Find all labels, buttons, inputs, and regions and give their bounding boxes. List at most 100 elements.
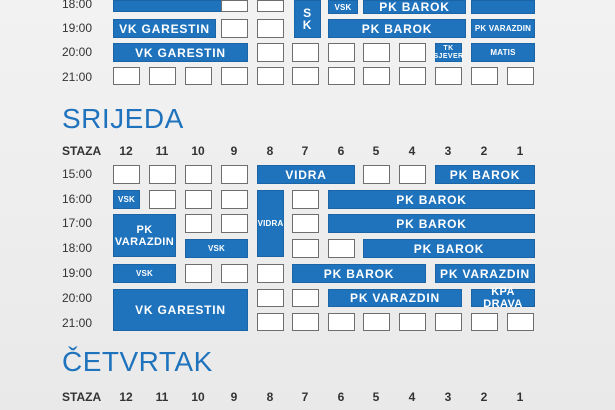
empty-slot[interactable] bbox=[292, 214, 319, 233]
empty-slot[interactable] bbox=[292, 289, 319, 307]
reservation-pk-barok[interactable]: PK BAROK bbox=[328, 214, 535, 233]
empty-slot[interactable] bbox=[328, 313, 355, 331]
time-label: 18:00 bbox=[62, 0, 93, 11]
reservation-pk-barok[interactable]: PK BAROK bbox=[292, 264, 426, 283]
lane-number: 11 bbox=[155, 390, 169, 404]
empty-slot[interactable] bbox=[221, 19, 248, 38]
empty-slot[interactable] bbox=[221, 0, 248, 12]
empty-slot[interactable] bbox=[399, 43, 426, 62]
reservation-vsk[interactable]: VSK bbox=[113, 264, 176, 283]
empty-slot[interactable] bbox=[363, 67, 390, 85]
reservation-matis[interactable]: MATIS bbox=[471, 43, 535, 62]
staza-header: STAZA bbox=[62, 390, 102, 404]
reservation-pk-varazdin[interactable]: PK VARAZDIN bbox=[113, 214, 176, 257]
reservation-vsk[interactable]: VSK bbox=[113, 190, 140, 209]
empty-slot[interactable] bbox=[221, 165, 248, 184]
reservation-vk-garestin[interactable]: VK GARESTIN bbox=[113, 289, 248, 331]
empty-slot[interactable] bbox=[257, 43, 284, 62]
empty-slot[interactable] bbox=[363, 43, 390, 62]
reservation-vk-garestin[interactable]: VK GARESTIN bbox=[113, 19, 216, 38]
empty-slot[interactable] bbox=[185, 190, 212, 209]
empty-slot[interactable] bbox=[471, 313, 498, 331]
reservation-pk-barok[interactable]: PK BAROK bbox=[435, 165, 535, 184]
empty-slot[interactable] bbox=[257, 0, 284, 12]
lane-number: 4 bbox=[408, 144, 416, 158]
time-label: 21:00 bbox=[62, 70, 93, 84]
empty-slot[interactable] bbox=[149, 165, 176, 184]
empty-slot[interactable] bbox=[507, 313, 534, 331]
empty-slot[interactable] bbox=[435, 313, 462, 331]
reservation-pk-barok[interactable]: PK BAROK bbox=[363, 0, 466, 14]
empty-slot[interactable] bbox=[257, 313, 284, 331]
empty-slot[interactable] bbox=[471, 67, 498, 85]
reservation-vsk[interactable]: VSK bbox=[185, 239, 248, 258]
empty-slot[interactable] bbox=[257, 19, 284, 38]
empty-slot[interactable] bbox=[328, 239, 355, 258]
time-label: 17:00 bbox=[62, 216, 93, 230]
empty-slot[interactable] bbox=[257, 264, 284, 283]
empty-slot[interactable] bbox=[257, 289, 284, 307]
lane-number: 5 bbox=[372, 390, 380, 404]
empty-slot[interactable] bbox=[221, 214, 248, 233]
time-label: 19:00 bbox=[62, 266, 93, 280]
empty-slot[interactable] bbox=[185, 264, 212, 283]
reservation-pk-varazdin[interactable]: PK VARAZDIN bbox=[471, 19, 535, 38]
lane-number: 6 bbox=[337, 390, 345, 404]
empty-slot[interactable] bbox=[257, 67, 284, 85]
empty-slot[interactable] bbox=[328, 67, 355, 85]
lane-number: 5 bbox=[372, 144, 380, 158]
empty-slot[interactable] bbox=[507, 67, 534, 85]
lane-number: 4 bbox=[408, 390, 416, 404]
lane-number: 10 bbox=[191, 390, 205, 404]
day-title: SRIJEDA bbox=[62, 103, 184, 134]
empty-slot[interactable] bbox=[399, 313, 426, 331]
empty-slot[interactable] bbox=[185, 214, 212, 233]
lane-number: 2 bbox=[480, 390, 488, 404]
reservation-vidra[interactable]: VIDRA bbox=[257, 165, 355, 184]
empty-slot[interactable] bbox=[221, 67, 248, 85]
empty-slot[interactable] bbox=[292, 239, 319, 258]
lane-number: 12 bbox=[119, 390, 133, 404]
reservation-block[interactable] bbox=[471, 0, 535, 14]
empty-slot[interactable] bbox=[221, 264, 248, 283]
lane-number: 3 bbox=[444, 390, 452, 404]
reservation-vsk[interactable]: VSK bbox=[328, 0, 358, 14]
reservation-vk-garestin[interactable]: VK GARESTIN bbox=[113, 43, 248, 62]
empty-slot[interactable] bbox=[113, 165, 140, 184]
empty-slot[interactable] bbox=[113, 67, 140, 85]
reservation-kpa-drava[interactable]: KPA DRAVA bbox=[471, 286, 535, 310]
reservation-pk-varazdin[interactable]: PK VARAZDIN bbox=[328, 289, 462, 307]
empty-slot[interactable] bbox=[185, 67, 212, 85]
reservation-vidra[interactable]: VIDRA bbox=[257, 190, 284, 257]
time-label: 20:00 bbox=[62, 291, 93, 305]
empty-slot[interactable] bbox=[292, 313, 319, 331]
reservation-sk[interactable]: S K bbox=[294, 0, 321, 38]
empty-slot[interactable] bbox=[363, 165, 390, 184]
reservation-pk-barok[interactable]: PK BAROK bbox=[328, 19, 466, 38]
reservation-tk-sjever[interactable]: TK SJEVER bbox=[433, 43, 463, 62]
day-title: ČETVRTAK bbox=[62, 346, 213, 377]
reservation-pk-varazdin[interactable]: PK VARAZDIN bbox=[435, 264, 535, 283]
empty-slot[interactable] bbox=[292, 67, 319, 85]
time-label: 19:00 bbox=[62, 21, 93, 35]
empty-slot[interactable] bbox=[435, 67, 462, 85]
empty-slot[interactable] bbox=[399, 67, 426, 85]
lane-number: 7 bbox=[301, 144, 309, 158]
staza-header: STAZA bbox=[62, 144, 102, 158]
lane-number: 8 bbox=[266, 390, 274, 404]
empty-slot[interactable] bbox=[399, 165, 426, 184]
empty-slot[interactable] bbox=[149, 67, 176, 85]
reservation-pk-barok[interactable]: PK BAROK bbox=[363, 239, 535, 258]
lane-number: 7 bbox=[301, 390, 309, 404]
empty-slot[interactable] bbox=[185, 165, 212, 184]
empty-slot[interactable] bbox=[328, 43, 355, 62]
lane-number: 1 bbox=[516, 390, 524, 404]
empty-slot[interactable] bbox=[221, 190, 248, 209]
empty-slot[interactable] bbox=[149, 190, 176, 209]
empty-slot[interactable] bbox=[363, 313, 390, 331]
lane-number: 3 bbox=[444, 144, 452, 158]
empty-slot[interactable] bbox=[292, 43, 319, 62]
lane-number: 8 bbox=[266, 144, 274, 158]
reservation-pk-barok[interactable]: PK BAROK bbox=[328, 190, 535, 209]
empty-slot[interactable] bbox=[292, 190, 319, 209]
